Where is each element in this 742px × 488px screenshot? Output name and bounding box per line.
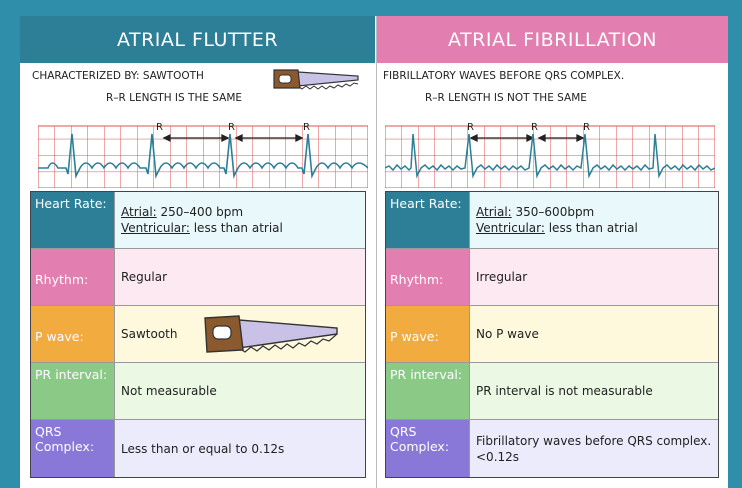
r-label: R: [156, 122, 163, 133]
pwave-label: P wave:: [31, 306, 115, 362]
qrs-value: Less than or equal to 0.12s: [121, 441, 285, 456]
pr-label: PR interval:: [386, 363, 470, 419]
pwave-value: No P wave: [476, 327, 539, 341]
heart-rate-row: Heart Rate: Atrial: 250–400 bpm Ventricu…: [31, 192, 365, 249]
fibrillation-rr-text: R–R LENGTH IS NOT THE SAME: [425, 92, 587, 104]
rhythm-value: Irregular: [476, 270, 528, 284]
r-label: R: [583, 122, 590, 133]
saw-icon: [273, 69, 359, 90]
ventricular-key: Ventricular:: [476, 221, 545, 235]
r-label: R: [467, 122, 474, 133]
fibrillation-title: ATRIAL FIBRILLATION: [377, 16, 728, 63]
heart-rate-value: Atrial: 350–600bpm Ventricular: less tha…: [470, 192, 718, 248]
atrial-flutter-panel: ATRIAL FLUTTER CHARACTERIZED BY: SAWTOOT…: [20, 16, 375, 488]
heart-rate-row: Heart Rate: Atrial: 350–600bpm Ventricul…: [386, 192, 718, 249]
rhythm-label: Rhythm:: [31, 249, 115, 305]
r-label: R: [228, 122, 235, 133]
heart-rate-label: Heart Rate:: [386, 192, 470, 248]
rhythm-row: Rhythm: Irregular: [386, 249, 718, 306]
fibrillation-ecg-strip: R R R: [385, 122, 715, 188]
pr-row: PR interval: Not measurable: [31, 363, 365, 420]
qrs-value: Fibrillatory waves before QRS complex. <…: [476, 433, 712, 464]
rhythm-value: Regular: [121, 270, 168, 284]
flutter-table: Heart Rate: Atrial: 250–400 bpm Ventricu…: [30, 191, 366, 478]
flutter-ecg-strip: R R R: [38, 122, 368, 188]
atrial-key: Atrial:: [121, 205, 157, 219]
fibrillation-table: Heart Rate: Atrial: 350–600bpm Ventricul…: [385, 191, 719, 478]
pr-row: PR interval: PR interval is not measurab…: [386, 363, 718, 420]
qrs-row: QRS Complex: Less than or equal to 0.12s: [31, 420, 365, 477]
rhythm-row: Rhythm: Regular: [31, 249, 365, 306]
ventricular-value: less than atrial: [544, 221, 638, 235]
rr-arrows: [469, 133, 585, 143]
ventricular-key: Ventricular:: [121, 221, 190, 235]
rr-arrows: [162, 133, 304, 143]
r-label: R: [531, 122, 538, 133]
flutter-rr-text: R–R LENGTH IS THE SAME: [106, 92, 243, 104]
flutter-title: ATRIAL FLUTTER: [20, 16, 375, 63]
r-label: R: [303, 122, 310, 133]
ventricular-value: less than atrial: [189, 221, 283, 235]
heart-rate-label: Heart Rate:: [31, 192, 115, 248]
saw-icon: [204, 315, 338, 353]
atrial-value: 350–600bpm: [511, 205, 595, 219]
heart-rate-value: Atrial: 250–400 bpm Ventricular: less th…: [115, 192, 365, 248]
pr-label: PR interval:: [31, 363, 115, 419]
pr-value: Not measurable: [121, 384, 217, 398]
qrs-label: QRS Complex:: [386, 420, 470, 477]
atrial-key: Atrial:: [476, 205, 512, 219]
atrial-value: 250–400 bpm: [156, 205, 244, 219]
pwave-row: P wave: Sawtooth: [31, 306, 365, 363]
pr-value: PR interval is not measurable: [476, 384, 653, 398]
pwave-label: P wave:: [386, 306, 470, 362]
pwave-value: Sawtooth: [121, 327, 178, 341]
atrial-fibrillation-panel: ATRIAL FIBRILLATION FIBRILLATORY WAVES B…: [376, 16, 728, 488]
rhythm-label: Rhythm:: [386, 249, 470, 305]
pwave-row: P wave: No P wave: [386, 306, 718, 363]
ecg-trace: [38, 133, 368, 179]
qrs-label: QRS Complex:: [31, 420, 115, 477]
infographic-card: ATRIAL FLUTTER CHARACTERIZED BY: SAWTOOT…: [20, 16, 728, 488]
qrs-row: QRS Complex: Fibrillatory waves before Q…: [386, 420, 718, 477]
ecg-trace: [385, 133, 715, 179]
fibrillation-characterized: FIBRILLATORY WAVES BEFORE QRS COMPLEX.: [383, 70, 625, 82]
flutter-characterized: CHARACTERIZED BY: SAWTOOTH: [32, 70, 204, 82]
